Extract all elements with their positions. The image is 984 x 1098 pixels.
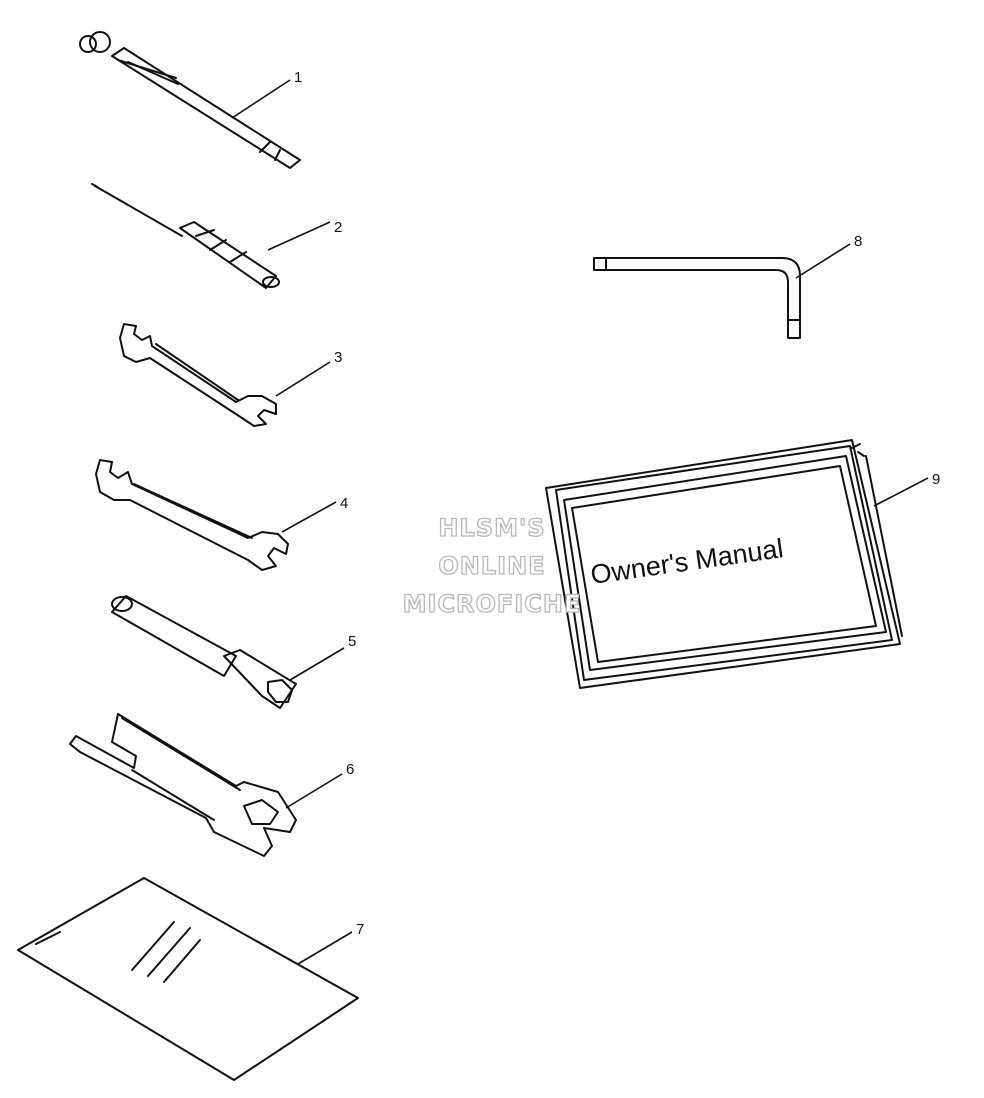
part-8-hex-key xyxy=(593,257,801,339)
leader-9 xyxy=(873,477,929,507)
part-7-tool-bag xyxy=(17,877,359,1081)
part-4-wrench xyxy=(95,459,289,571)
callout-3: 3 xyxy=(334,349,342,366)
leader-7 xyxy=(297,931,353,965)
part-9-owners-manual xyxy=(545,439,903,689)
callout-6: 6 xyxy=(346,761,354,778)
leader-1 xyxy=(231,79,291,119)
part-3-wrench xyxy=(119,323,277,427)
callout-9: 9 xyxy=(932,471,940,488)
leader-3 xyxy=(275,361,331,397)
callout-2: 2 xyxy=(334,219,342,236)
manual-cover-title: Owner's Manual xyxy=(589,533,786,590)
part-6-tool-holder xyxy=(69,713,297,857)
callout-1: 1 xyxy=(294,69,302,86)
watermark-line-2: ONLINE xyxy=(438,552,545,580)
part-5-socket xyxy=(111,595,297,709)
leader-5 xyxy=(289,647,345,681)
leader-2 xyxy=(267,221,331,251)
part-1-pressure-gauge xyxy=(79,31,301,169)
watermark-line-3: MICROFICHE xyxy=(403,590,582,618)
callout-7: 7 xyxy=(356,921,364,938)
callout-5: 5 xyxy=(348,633,356,650)
leader-8 xyxy=(795,243,851,279)
callout-8: 8 xyxy=(854,233,862,250)
leader-4 xyxy=(281,501,337,533)
watermark-line-1: HLSM'S xyxy=(438,514,545,542)
leader-6 xyxy=(285,773,343,809)
part-2-screwdriver xyxy=(91,183,280,289)
callout-4: 4 xyxy=(340,495,348,512)
